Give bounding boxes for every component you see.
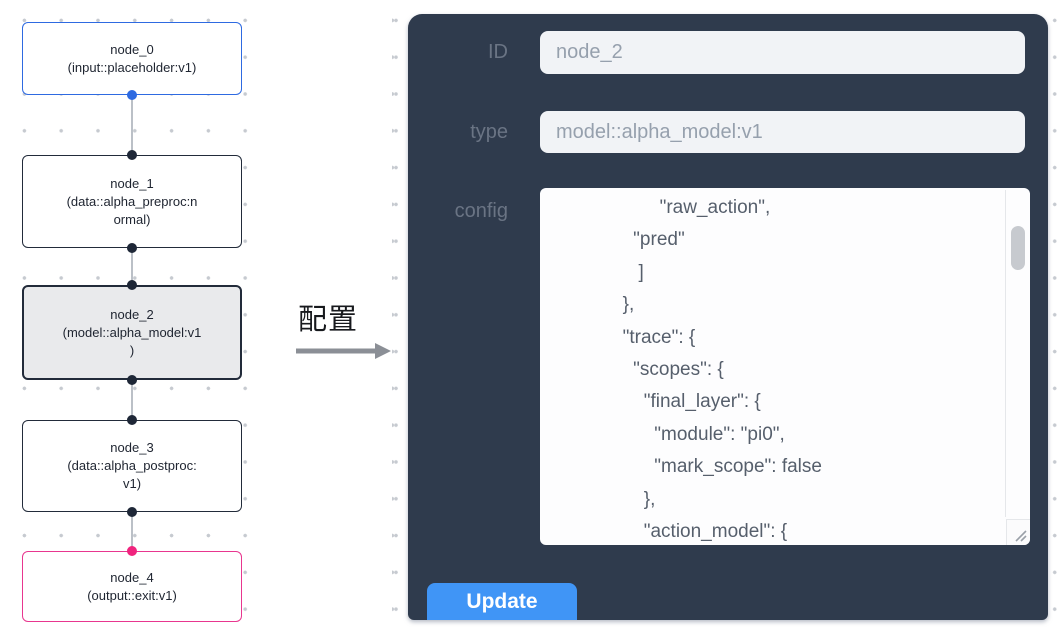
config-annotation: 配置 [268, 296, 392, 360]
node-config-panel: ID type config "raw_action", "pred" ] },… [408, 14, 1048, 620]
node-subtitle: ormal) [113, 211, 151, 227]
id-input[interactable] [540, 31, 1025, 74]
update-button[interactable]: Update [427, 583, 577, 620]
edge-node_3-node_4 [131, 512, 133, 551]
node-title: node_2 [110, 306, 154, 322]
config-annotation-label: 配置 [298, 304, 359, 336]
node-subtitle: (data::alpha_preproc:n [66, 193, 198, 209]
flow-node-node_0[interactable]: node_0 (input::placeholder:v1) [22, 22, 242, 95]
node-subtitle: (input::placeholder:v1) [67, 59, 197, 75]
background-mask [268, 0, 392, 643]
node-subtitle: (output::exit:v1) [87, 587, 177, 603]
node-subtitle: (model::alpha_model:v1 [62, 324, 202, 340]
type-input[interactable] [540, 111, 1025, 153]
node-subtitle: (data::alpha_postproc: [67, 458, 197, 473]
node-title: node_3 [110, 440, 154, 455]
right-arrow-icon [296, 343, 391, 359]
flow-node-node_2-selected[interactable]: node_2 (model::alpha_model:v1 ) [22, 285, 242, 380]
background-mask [404, 621, 1062, 643]
id-label: ID [488, 41, 508, 63]
scrollbar-track[interactable] [1005, 190, 1006, 517]
port-output-node_2[interactable] [127, 375, 137, 385]
config-json-text[interactable]: "raw_action", "pred" ] }, "trace": { "sc… [622, 197, 822, 543]
port-output-node_0[interactable] [127, 90, 137, 100]
type-label: type [470, 121, 508, 143]
grid-dots-column [393, 0, 399, 643]
port-output-node_1[interactable] [127, 243, 137, 253]
resize-grip[interactable] [1006, 519, 1030, 545]
edge-node_2-node_3 [131, 380, 133, 420]
config-textarea[interactable]: "raw_action", "pred" ] }, "trace": { "sc… [540, 188, 1030, 545]
flow-node-node_4[interactable]: node_4 (output::exit:v1) [22, 551, 242, 622]
node-title: node_0 [110, 41, 154, 57]
port-input-node_2[interactable] [127, 280, 137, 290]
flow-node-node_1[interactable]: node_1 (data::alpha_preproc:n ormal) [22, 155, 242, 248]
node-title: node_4 [110, 569, 154, 585]
edge-node_0-node_1 [131, 95, 133, 155]
port-output-node_3[interactable] [127, 507, 137, 517]
scrollbar-thumb[interactable] [1011, 226, 1025, 270]
port-input-node_1[interactable] [127, 150, 137, 160]
flow-node-node_3[interactable]: node_3 (data::alpha_postproc: v1) [22, 420, 242, 512]
node-subtitle: ) [129, 342, 135, 358]
resize-grip-icon [1015, 530, 1027, 542]
node-subtitle: v1) [122, 476, 142, 491]
node-title: node_1 [110, 175, 154, 191]
config-label: config [454, 200, 508, 222]
port-input-node_4[interactable] [127, 546, 137, 556]
edge-node_1-node_2 [131, 248, 133, 285]
port-input-node_3[interactable] [127, 415, 137, 425]
